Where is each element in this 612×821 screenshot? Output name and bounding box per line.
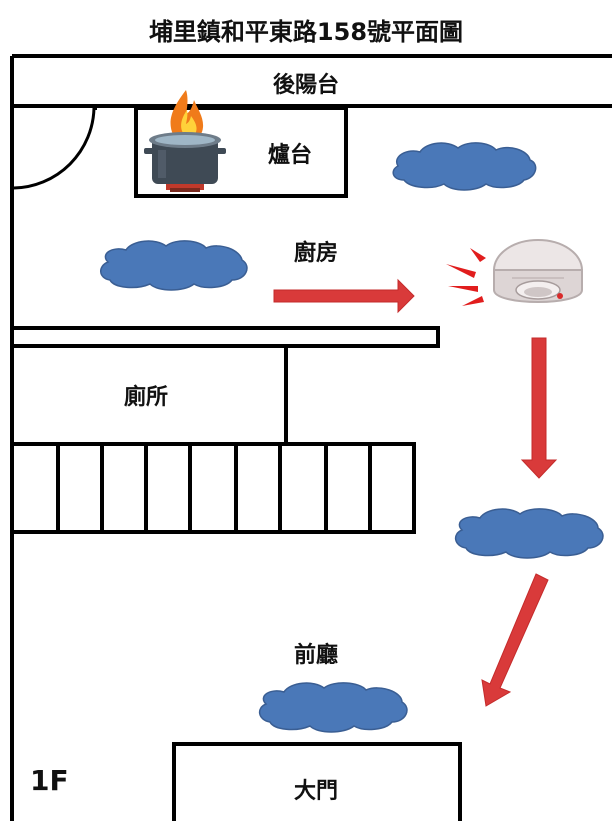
red-arrow-icon [520, 337, 558, 479]
staircase [10, 442, 416, 534]
smoke-cloud-icon [392, 142, 537, 191]
stove-box [134, 106, 348, 198]
stove-label: 爐台 [268, 142, 312, 168]
kitchen-label: 廚房 [294, 240, 338, 266]
red-arrow-icon [273, 278, 415, 314]
back-balcony-label: 後陽台 [273, 72, 339, 98]
smoke-cloud-icon [454, 508, 604, 559]
plan-title: 埔里鎮和平東路158號平面圖 [149, 18, 463, 46]
floor-label: 1F [30, 764, 69, 797]
main-door-label: 大門 [294, 779, 338, 804]
kitchen-wall [10, 326, 440, 348]
smoke-detector-icon [446, 239, 583, 306]
living-room-label: 前廳 [294, 642, 338, 668]
back-door-swing [13, 106, 97, 190]
main-door-box [172, 742, 462, 821]
smoke-cloud-icon [258, 682, 408, 733]
toilet-label: 廁所 [124, 384, 168, 410]
smoke-cloud-icon [100, 240, 248, 291]
red-arrow-icon [481, 573, 549, 707]
pot-with-fire-icon [144, 90, 226, 192]
